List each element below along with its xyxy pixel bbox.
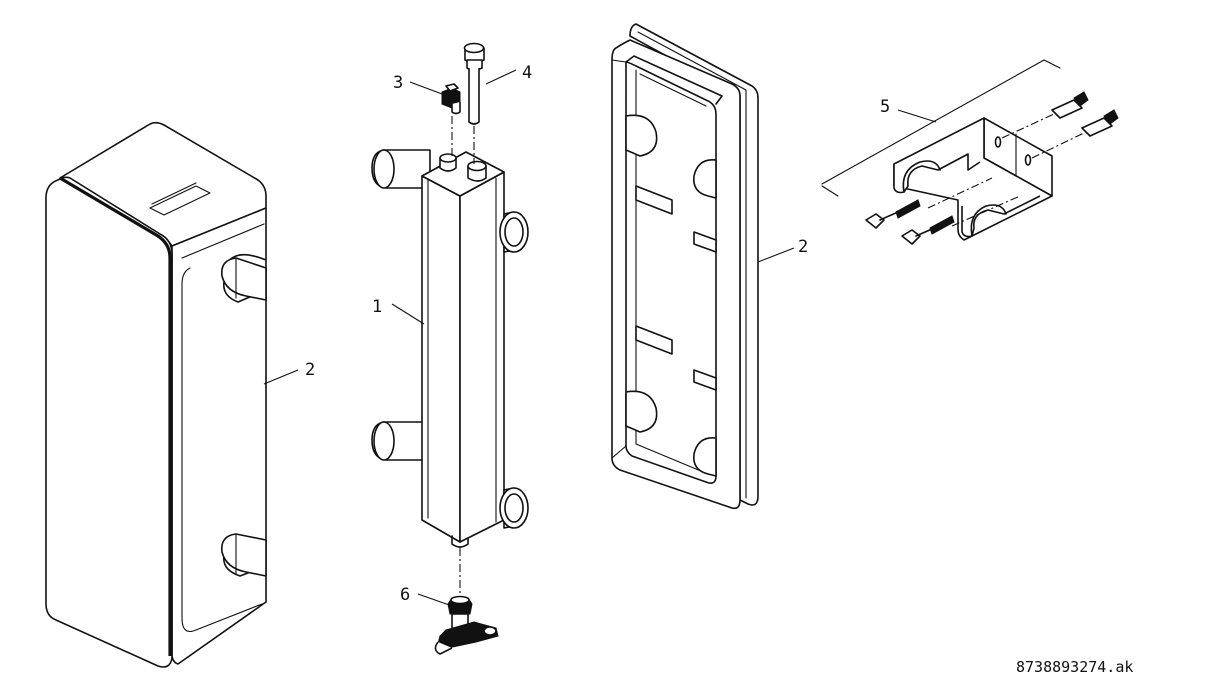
hydraulic-separator (371, 149, 529, 548)
callout-5: 5 (880, 97, 890, 117)
callout-4: 4 (522, 63, 532, 83)
drawing-code: 8738893274.ak (1016, 658, 1133, 676)
leader-3 (409, 81, 443, 95)
callout-6: 6 (400, 585, 410, 605)
leader-1 (391, 303, 425, 325)
insulation-rear-shell (611, 23, 759, 510)
drain-cock-part-6 (434, 595, 499, 655)
leader-6 (417, 593, 453, 607)
leader-4 (485, 69, 517, 85)
callout-2-right: 2 (798, 237, 808, 257)
insulation-front-shell (45, 121, 267, 668)
leader-2-right (757, 247, 795, 263)
leader-2-left (263, 369, 299, 385)
immersion-sleeve-part-4 (463, 42, 485, 125)
callout-3: 3 (393, 73, 403, 93)
leader-5 (897, 109, 937, 123)
callout-2-left: 2 (305, 360, 315, 380)
wall-bracket-set-part-5 (821, 59, 1119, 245)
plug-part-3 (441, 83, 461, 115)
callout-1: 1 (372, 297, 382, 317)
